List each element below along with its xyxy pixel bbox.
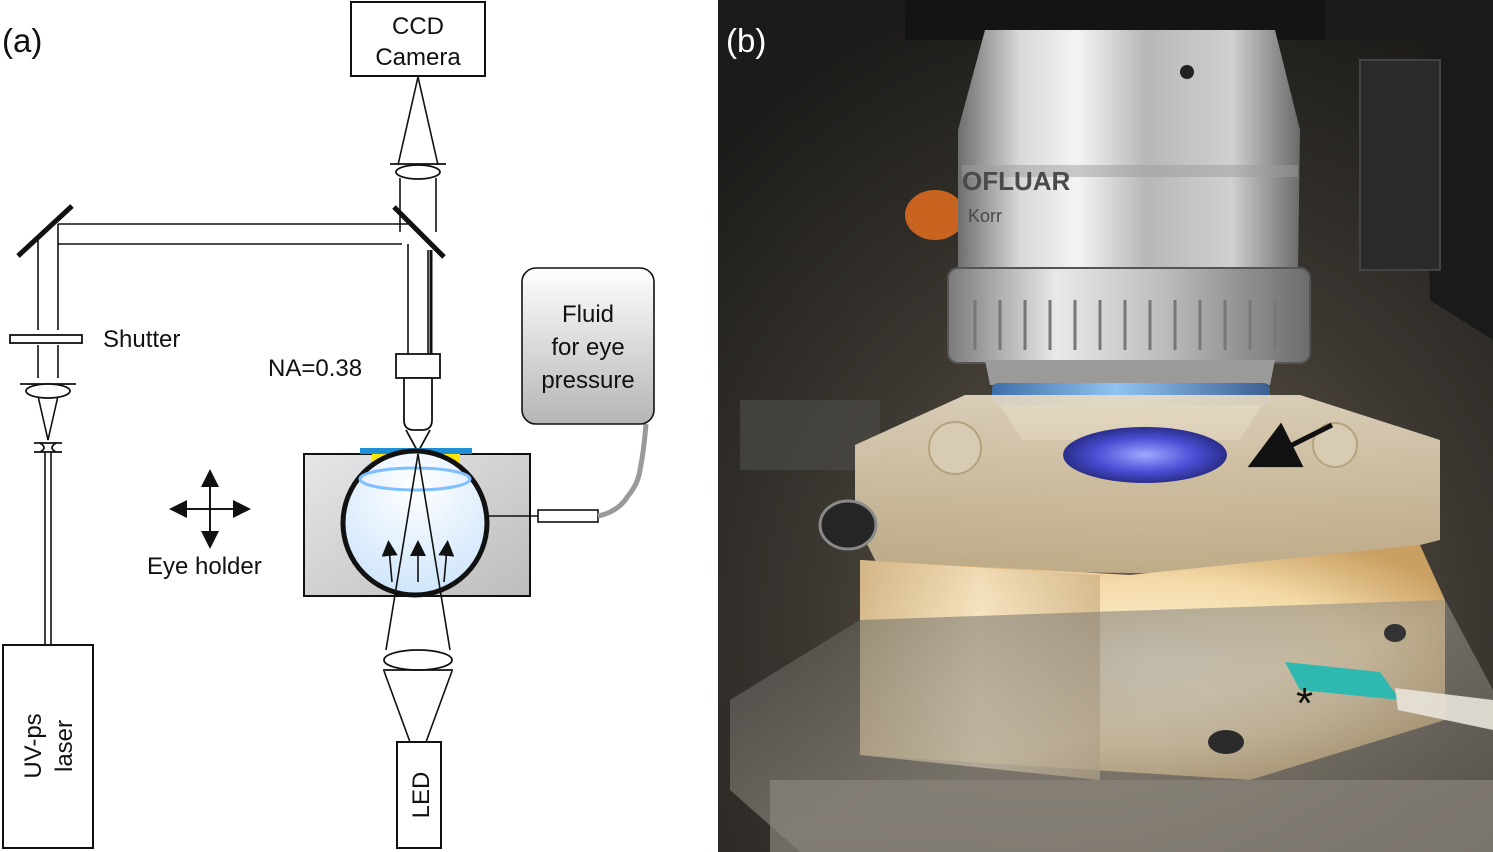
plate-front <box>770 780 1493 852</box>
shutter-icon <box>9 334 83 344</box>
led-box <box>396 741 442 849</box>
photo-orange-blur <box>905 190 965 240</box>
led-label: LED <box>408 772 435 819</box>
eye-holder-top-block <box>855 395 1440 575</box>
objective-dark-band <box>962 165 1298 177</box>
fluid-needle <box>1285 662 1400 700</box>
fluid-tube <box>597 423 649 519</box>
ccd-label-line1: CCD <box>392 13 444 40</box>
panel-b-photo: OFLUAR Korr <box>718 0 1493 852</box>
left-mirror-icon <box>16 204 74 258</box>
panel-a-label: (a) <box>2 22 42 59</box>
eye-holder-label: Eye holder <box>147 553 262 580</box>
star-annotation: * <box>1296 679 1313 728</box>
photo-housing <box>1300 0 1493 340</box>
shutter-label: Shutter <box>103 326 180 353</box>
objective-screw <box>1180 65 1194 79</box>
light-arrows <box>381 540 455 583</box>
bolt-left <box>818 499 878 551</box>
knurl-lines <box>973 300 1277 350</box>
laser-label-line1: UV-ps <box>20 713 47 778</box>
ccd-label-line2: Camera <box>375 44 461 71</box>
blue-lens-glow <box>1063 427 1227 483</box>
fluid-label-line3: pressure <box>541 367 634 394</box>
pressure-connector <box>537 509 599 523</box>
laser-label-line2: laser <box>51 720 78 772</box>
led-ray-cone <box>383 670 453 743</box>
fluid-box <box>521 267 655 425</box>
objective-lower-barrel <box>985 360 1275 385</box>
diverging-lens-icon <box>34 442 62 453</box>
tube-lens-icon <box>390 163 446 180</box>
fluid-label-line2: for eye <box>551 334 624 361</box>
panel-a-schematic: (a) CCD Camera <box>2 1 655 849</box>
fluid-label-line1: Fluid <box>562 301 614 328</box>
panel-b-label: (b) <box>726 22 766 59</box>
uv-laser-box <box>2 644 94 849</box>
condenser-lens-icon <box>383 649 453 671</box>
dichroic-mirror-icon <box>392 205 446 259</box>
camera-ray-cone <box>397 76 439 166</box>
set-screw-right <box>1384 624 1406 642</box>
photo-housing-edge <box>1359 59 1441 271</box>
na-label: NA=0.38 <box>268 355 362 382</box>
illumination-rays <box>385 453 451 651</box>
beam-expander-lens-icon <box>20 383 76 399</box>
set-screw-bottom <box>1208 730 1244 754</box>
laser-beam-path <box>37 223 408 645</box>
detection-path <box>399 178 437 354</box>
objective-barrel <box>958 30 1300 270</box>
translation-arrows-icon <box>169 469 251 549</box>
objective-engraving-1: OFLUAR <box>962 166 1071 196</box>
arrow-annotation <box>1247 422 1334 468</box>
block-hole-left <box>928 421 982 475</box>
ccd-camera-box <box>350 1 486 77</box>
objective-icon <box>395 353 441 453</box>
fluid-tube-photo <box>1395 688 1493 730</box>
objective-knurled-ring <box>947 267 1311 364</box>
objective-engraving-2: Korr <box>968 206 1002 226</box>
block-hole-right <box>1312 422 1358 468</box>
